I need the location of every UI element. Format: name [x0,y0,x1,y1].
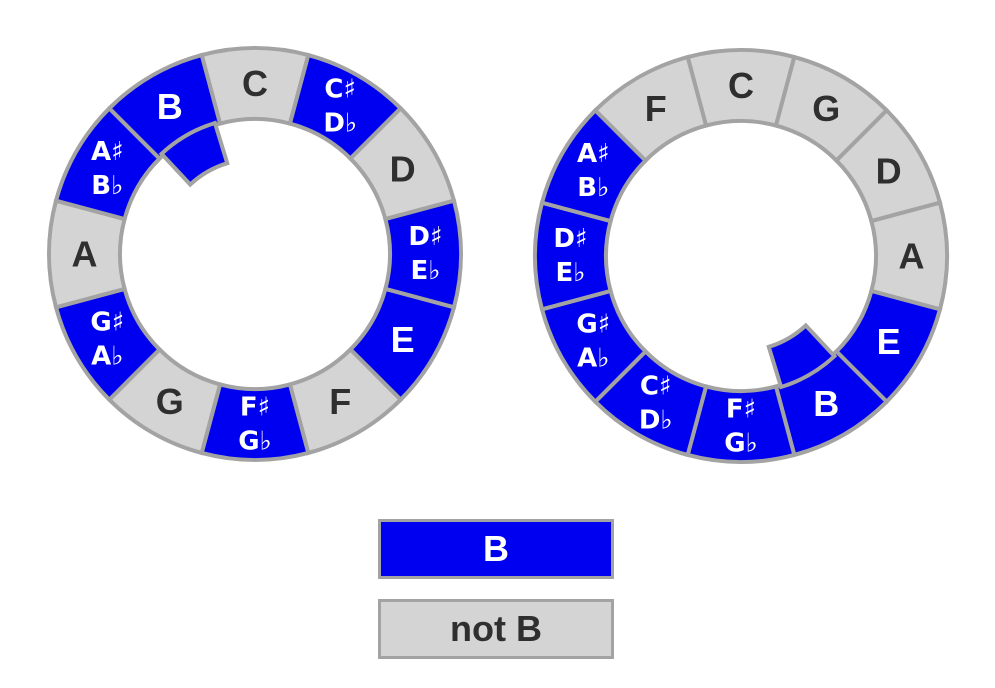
legend-in-scale-label: B [483,528,509,569]
note-segment-f [592,54,709,164]
legend-not-in-scale: not B [378,599,614,659]
legend-in-scale: B [378,519,614,579]
chromatic-wheel: C C♯ D♭ D D♯ E♭ EF F♯ G♭ G G♯ A♭ A A♯ B♭ B [47,46,463,462]
note-label-d-sharp-bottom: E♭ [555,258,585,288]
note-label-d: D [876,150,902,191]
note-label-c-sharp-bottom: D♭ [639,406,673,436]
note-label-c-sharp-bottom: D♭ [323,108,357,138]
note-label-e: E [391,319,415,360]
note-label-g-sharp-top: G♯ [90,307,124,337]
note-label-a-sharp-top: A♯ [577,139,610,169]
note-label-a-sharp-top: A♯ [91,137,124,167]
note-label-c-sharp-top: C♯ [324,74,356,104]
legend-not-in-scale-label: not B [450,608,542,649]
root-note-marker [158,120,230,188]
note-label-c: C [728,65,754,106]
root-note-marker [766,322,838,390]
fifths-wheel: C GD A EB F♯ G♭ C♯ D♭ G♯ A♭ D♯ E♭ A♯ B♭ F [533,48,949,464]
note-label-d-sharp-bottom: E♭ [410,256,440,286]
note-label-a: A [72,234,98,275]
note-label-a-sharp-bottom: B♭ [91,171,123,201]
note-label-f-sharp-top: F♯ [726,395,756,425]
note-label-c: C [242,63,268,104]
note-label-g-sharp-top: G♯ [576,309,610,339]
note-label-d-sharp-top: D♯ [408,222,442,252]
note-label-c-sharp-top: C♯ [640,372,672,402]
note-label-a: A [899,236,925,277]
note-label-g: G [156,381,184,422]
note-label-f: F [645,88,667,129]
note-label-f-sharp-bottom: G♭ [724,429,758,459]
note-label-b: B [157,86,183,127]
note-label-a-sharp-bottom: B♭ [577,173,609,203]
note-label-d-sharp-top: D♯ [553,224,587,254]
note-label-f-sharp-top: F♯ [240,393,270,423]
note-label-g-sharp-bottom: A♭ [577,343,609,373]
note-label-f-sharp-bottom: G♭ [238,427,272,457]
note-label-d: D [390,148,416,189]
note-label-e: E [877,321,901,362]
note-label-b: B [813,383,839,424]
note-label-g-sharp-bottom: A♭ [91,341,123,371]
note-label-g: G [812,88,840,129]
note-label-f: F [329,381,351,422]
